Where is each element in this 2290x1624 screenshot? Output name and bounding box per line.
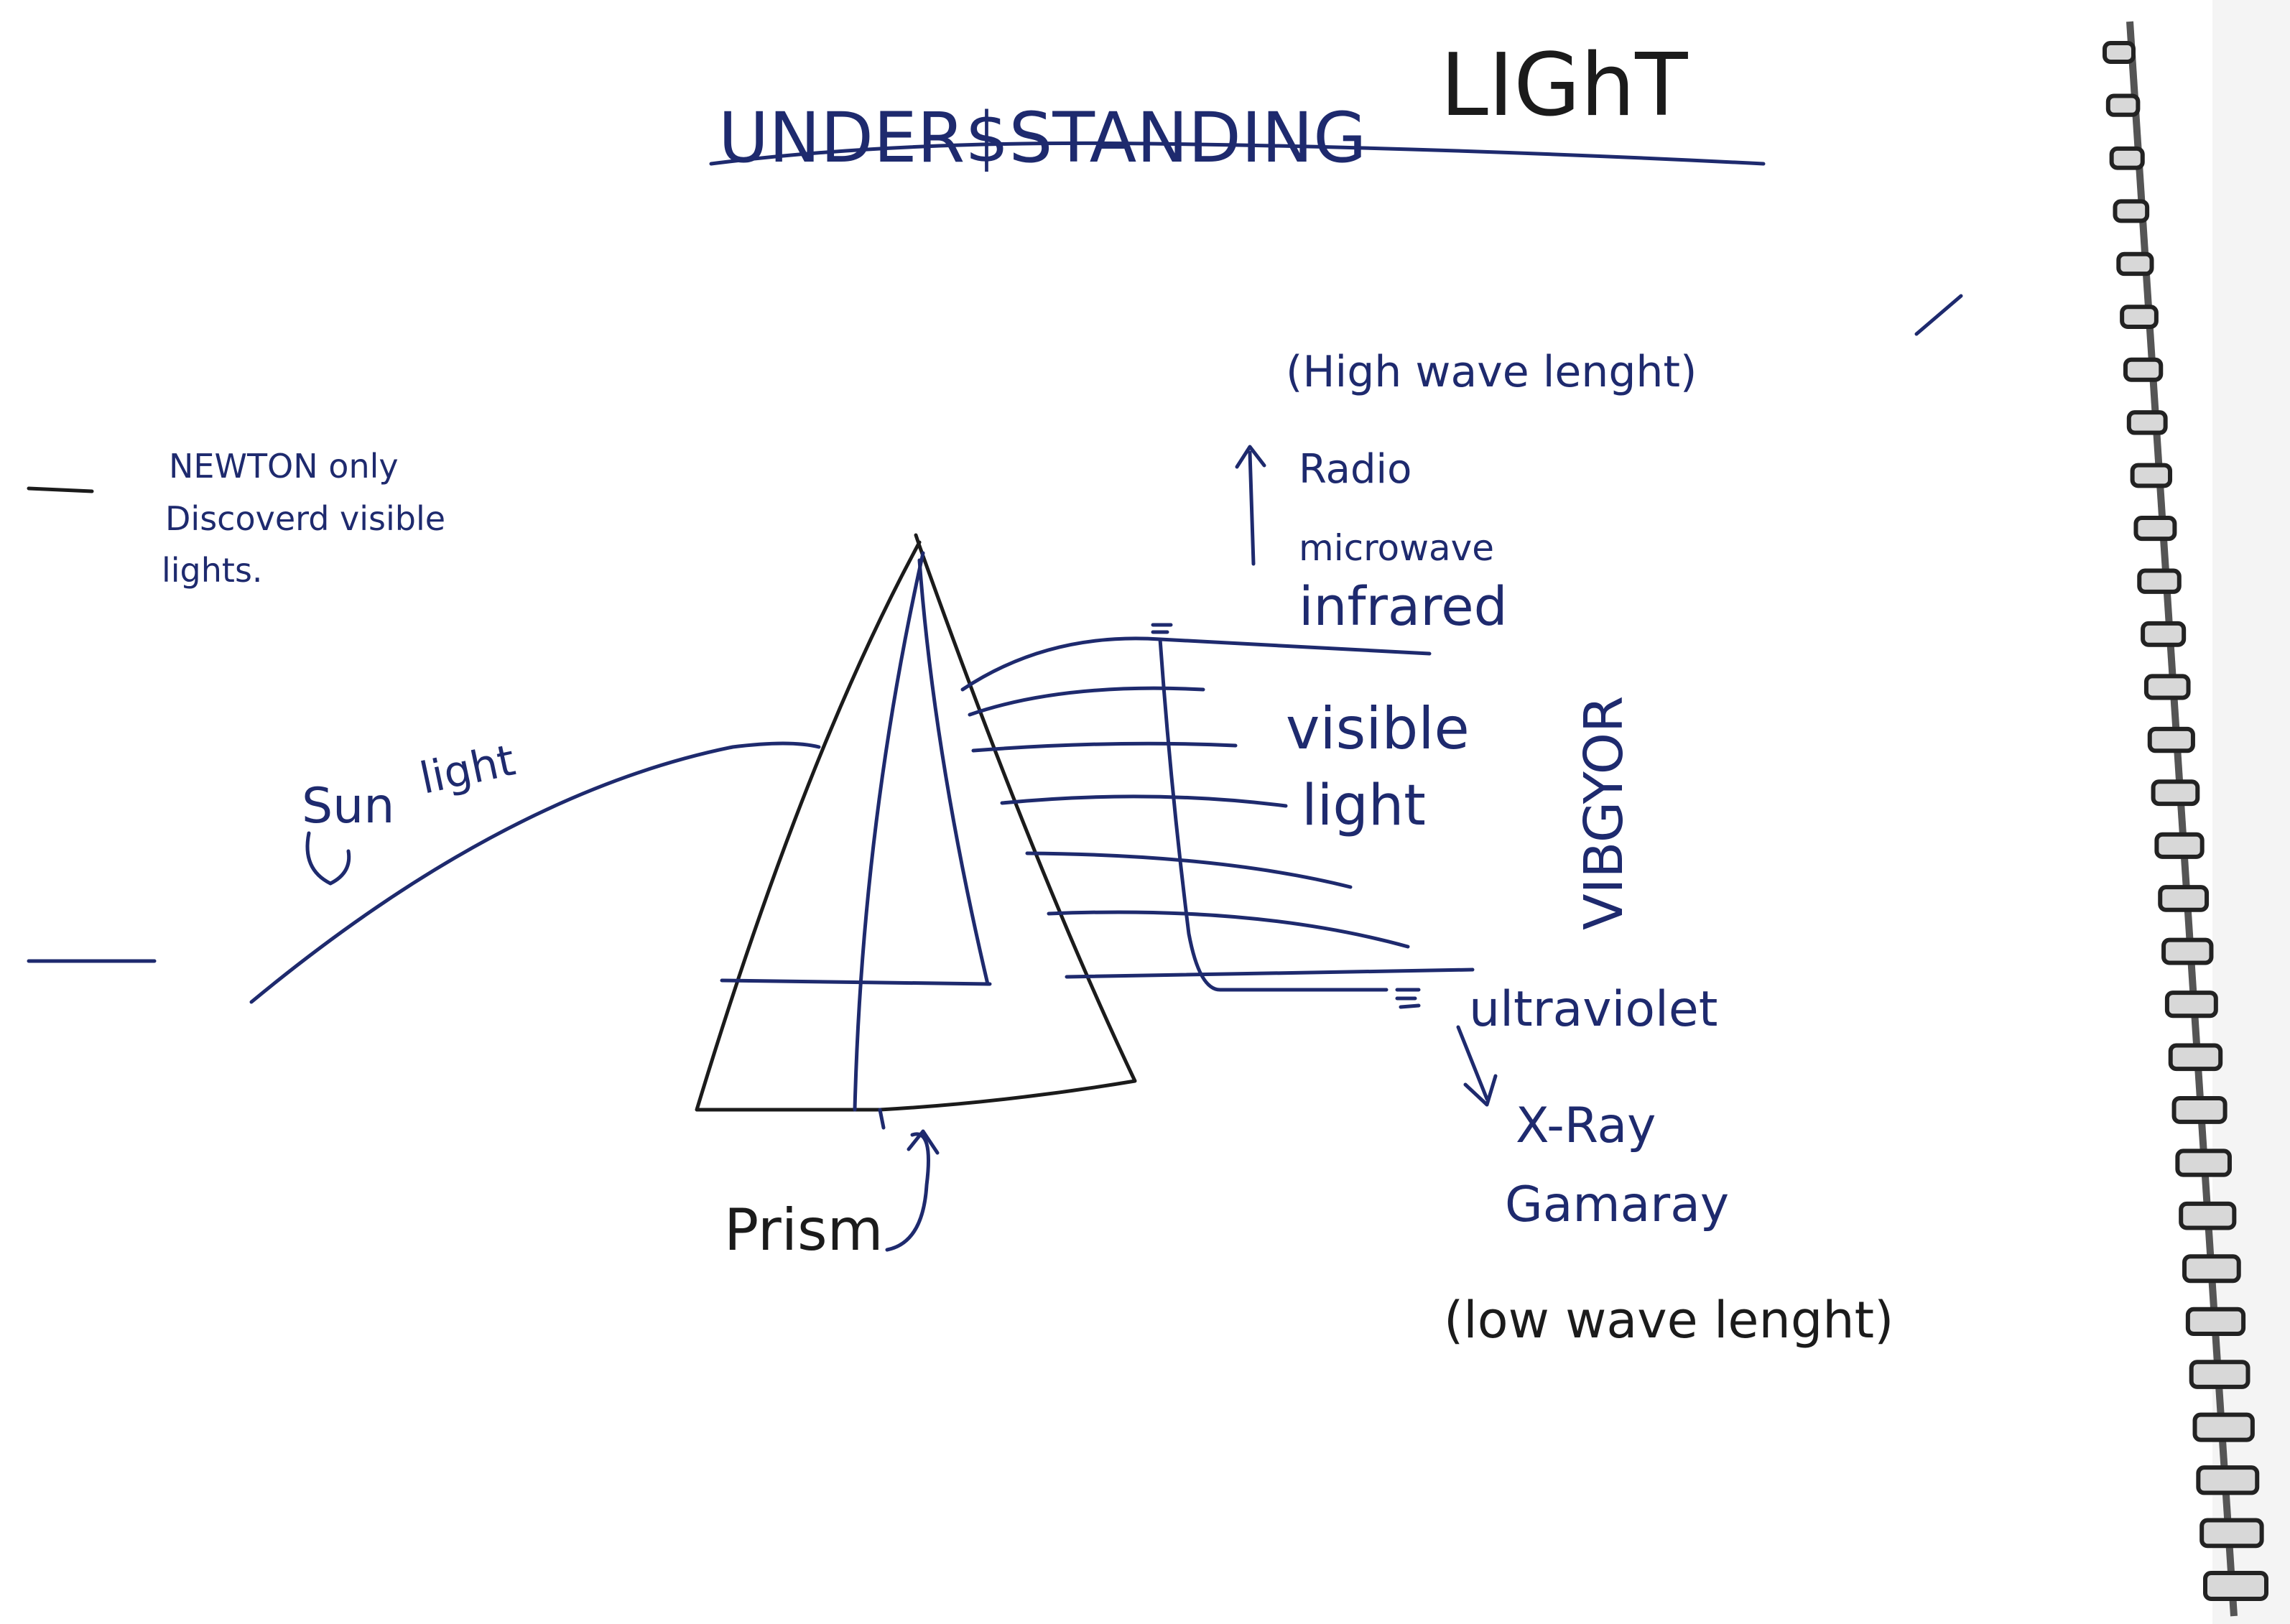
spiral-ring — [2171, 1095, 2228, 1124]
title-underline — [709, 141, 1766, 166]
sunlight-pointer-arrow — [305, 831, 351, 886]
spiral-ring — [2120, 305, 2159, 329]
spiral-ring — [2109, 146, 2145, 170]
label-ultraviolet: ultraviolet — [1469, 981, 1718, 1038]
low-wave-label: (low wave lenght) — [1444, 1291, 1893, 1350]
spiral-ring — [2154, 832, 2205, 859]
spiral-ring — [2168, 1043, 2223, 1072]
prism-pointer-arrow — [885, 1132, 930, 1252]
spiral-ring — [2133, 516, 2177, 542]
spiral-ring — [2158, 885, 2210, 912]
spiral-ring — [2161, 937, 2214, 965]
sunlight-ray — [249, 741, 821, 1004]
spiral-ring — [2123, 357, 2164, 382]
spiral-ring — [2203, 1571, 2268, 1601]
spiral-ring — [2147, 726, 2195, 753]
label-visible: visible — [1286, 695, 1470, 762]
spiral-ring — [2126, 410, 2168, 435]
high-wave-arrowhead — [1235, 445, 1266, 469]
prism-label: Prism — [724, 1197, 884, 1263]
label-infrared: infrared — [1299, 576, 1508, 638]
spiral-ring — [2137, 568, 2182, 594]
spiral-ring — [2189, 1360, 2250, 1389]
title-part-light: LIGhT — [1440, 36, 1688, 136]
label-visible-light: light — [1302, 774, 1426, 838]
next-page-sliver — [2212, 0, 2290, 1624]
low-wave-arrow-shaft — [1456, 1025, 1489, 1101]
spiral-ring — [2130, 463, 2173, 488]
spiral-ring — [2199, 1518, 2264, 1549]
note-line-3: lights. — [162, 551, 263, 590]
spiral-ring — [2179, 1201, 2237, 1230]
label-gamaray: Gamaray — [1505, 1177, 1729, 1233]
spiral-ring — [2164, 990, 2218, 1019]
low-wave-arrowhead — [1463, 1074, 1498, 1107]
spiral-ring — [2105, 93, 2141, 117]
spiral-ring — [2192, 1412, 2255, 1442]
stray-pen-mark — [1914, 294, 1963, 336]
spiral-ring — [2151, 779, 2200, 807]
prism-arrowhead — [907, 1129, 940, 1155]
label-microwave: microwave — [1299, 527, 1494, 569]
spectrum-bracket — [1151, 623, 1389, 992]
sunlight-label-sun: Sun — [302, 778, 394, 835]
spiral-ring — [2143, 674, 2191, 700]
high-wave-label: (High wave lenght) — [1286, 347, 1697, 397]
spectrum-rays — [960, 636, 1475, 979]
spiral-ring — [2141, 621, 2187, 647]
note-line-2: Discoverd visible — [165, 499, 445, 538]
sunlight-label-light: light — [416, 736, 520, 804]
bracket-end-mark — [1395, 988, 1421, 1009]
spiral-ring — [2175, 1149, 2232, 1177]
label-xray: X-Ray — [1516, 1098, 1656, 1154]
spiral-ring — [2116, 251, 2154, 277]
spiral-ring — [2103, 41, 2136, 64]
high-wave-arrow-shaft — [1248, 450, 1256, 566]
title-part-understanding: UNDER$STANDING — [718, 98, 1366, 178]
spiral-ring — [2113, 199, 2150, 223]
spiral-ring — [2182, 1254, 2241, 1284]
prism-drawing — [695, 533, 1137, 1130]
label-radio: Radio — [1299, 446, 1411, 493]
spiral-ring — [2185, 1307, 2246, 1337]
note-line-1: NEWTON only — [169, 447, 399, 486]
margin-tick-top — [27, 486, 94, 493]
spiral-binding-icon — [2103, 21, 2268, 1617]
spiral-ring — [2196, 1465, 2260, 1495]
label-vibgyor: VIBGYOR — [1573, 696, 1635, 930]
